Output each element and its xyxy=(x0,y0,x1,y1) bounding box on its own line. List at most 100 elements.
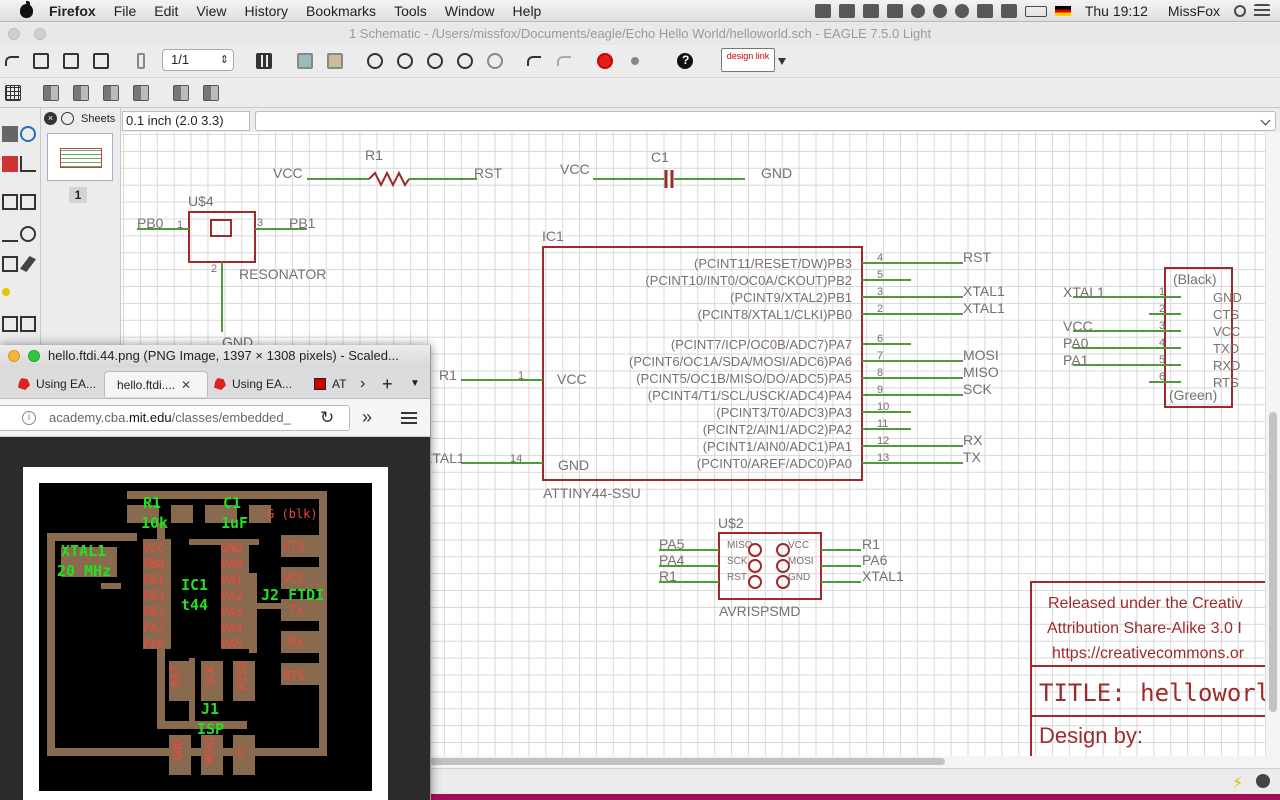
print-icon[interactable] xyxy=(60,50,82,72)
menu-app[interactable]: Firefox xyxy=(49,2,96,19)
zoom-select-icon[interactable] xyxy=(484,50,506,72)
menu-bookmarks[interactable]: Bookmarks xyxy=(306,2,377,19)
menu-window[interactable]: Window xyxy=(444,2,495,19)
stop-status-icon[interactable] xyxy=(1256,774,1270,788)
copy-icon[interactable] xyxy=(20,194,36,210)
restore-icon[interactable] xyxy=(61,112,74,125)
battery-icon[interactable] xyxy=(1024,5,1047,17)
info-icon[interactable]: i xyxy=(22,411,36,425)
reload-icon[interactable]: ↻ xyxy=(320,408,335,427)
cam-processor-icon[interactable] xyxy=(90,50,112,72)
layout-4-icon[interactable] xyxy=(130,82,152,104)
rotate-icon[interactable] xyxy=(20,226,36,242)
close-tab-icon[interactable]: ✕ xyxy=(181,378,192,392)
tab-atmel[interactable]: AT xyxy=(314,371,354,397)
notification-center-icon[interactable] xyxy=(1254,4,1270,18)
ic1-pin-net: MOSI xyxy=(963,347,999,363)
menu-history[interactable]: History xyxy=(244,2,289,19)
isp-pad-left xyxy=(748,559,762,573)
wrench-icon[interactable] xyxy=(20,256,36,272)
horizontal-scrollbar[interactable] xyxy=(430,756,1280,768)
apple-icon[interactable] xyxy=(12,0,40,22)
split-icon[interactable] xyxy=(20,316,36,332)
move-icon[interactable] xyxy=(2,194,18,210)
help-icon[interactable] xyxy=(674,50,696,72)
command-input[interactable] xyxy=(255,111,1276,131)
evernote-icon[interactable] xyxy=(814,4,831,18)
zoom-out-icon[interactable] xyxy=(424,50,446,72)
tab-list-icon[interactable]: ▼ xyxy=(410,378,420,389)
time-machine-icon[interactable] xyxy=(954,4,969,18)
tab-using-eagle-1[interactable]: Using EA... xyxy=(18,371,104,397)
bluetooth-device-icon[interactable] xyxy=(910,4,925,18)
ulp-icon[interactable] xyxy=(253,50,275,72)
mirror-icon[interactable] xyxy=(2,226,18,242)
briefcase-icon[interactable] xyxy=(862,4,879,18)
zoom-select[interactable]: 1/1 xyxy=(162,49,234,71)
menu-tools[interactable]: Tools xyxy=(394,2,427,19)
zoom-redraw-icon[interactable] xyxy=(454,50,476,72)
menu-file[interactable]: File xyxy=(113,2,137,19)
mark-icon[interactable] xyxy=(20,156,36,172)
clock[interactable]: Thu 19:12 xyxy=(1084,3,1148,19)
designlink-button[interactable]: design link xyxy=(721,48,775,72)
notification-icon[interactable] xyxy=(886,4,903,18)
wifi-icon[interactable] xyxy=(932,4,947,18)
change-icon[interactable] xyxy=(2,288,10,296)
pcb-image[interactable]: VCC PB0 PB1 PB3 PB2 PA7 PA6 GND PA0 PA1 … xyxy=(23,467,388,800)
layout-2-icon[interactable] xyxy=(70,82,92,104)
minimize-window-button[interactable] xyxy=(34,28,46,40)
vertical-scroll-thumb[interactable] xyxy=(1269,412,1277,712)
zoom-in-icon[interactable] xyxy=(394,50,416,72)
menu-view[interactable]: View xyxy=(196,2,227,19)
bluetooth-icon[interactable] xyxy=(976,4,993,18)
info-icon[interactable] xyxy=(2,126,18,142)
url-bar[interactable]: academy.cba.mit.edu/classes/embedded_ xyxy=(0,405,350,431)
delete-icon[interactable] xyxy=(2,316,18,332)
layout-6-icon[interactable] xyxy=(200,82,222,104)
hamburger-menu-icon[interactable] xyxy=(401,412,417,424)
chevron-down-icon[interactable] xyxy=(778,58,786,65)
vertical-scrollbar[interactable] xyxy=(1265,132,1280,756)
new-tab-icon[interactable]: + xyxy=(382,374,393,394)
ic1-pin-number: 2 xyxy=(877,303,883,315)
spotlight-icon[interactable] xyxy=(1234,5,1246,17)
layout-5-icon[interactable] xyxy=(170,82,192,104)
user-name[interactable]: MissFox xyxy=(1167,3,1220,19)
pcb-label-v: V xyxy=(237,745,245,759)
grid-icon[interactable] xyxy=(2,82,24,104)
script-icon[interactable] xyxy=(294,50,316,72)
show-icon[interactable] xyxy=(20,126,36,142)
save-icon[interactable] xyxy=(30,50,52,72)
tab-using-eagle-2[interactable]: Using EA... xyxy=(214,371,300,397)
volume-icon[interactable] xyxy=(1000,4,1017,18)
menu-help[interactable]: Help xyxy=(512,2,542,19)
layout-1-icon[interactable] xyxy=(40,82,62,104)
board-icon[interactable] xyxy=(324,50,346,72)
german-flag-icon[interactable] xyxy=(1054,6,1071,16)
layout-3-icon[interactable] xyxy=(100,82,122,104)
go-icon[interactable] xyxy=(624,50,646,72)
pcb-ic1-value: t44 xyxy=(181,596,209,614)
menu-edit[interactable]: Edit xyxy=(154,2,179,19)
minimize-button[interactable] xyxy=(8,350,20,362)
overflow-icon[interactable]: » xyxy=(362,407,373,427)
horizontal-scroll-thumb[interactable] xyxy=(430,758,945,765)
redo-icon[interactable] xyxy=(554,50,576,72)
zoom-fit-icon[interactable] xyxy=(364,50,386,72)
close-icon[interactable]: × xyxy=(44,112,57,125)
sheet-icon[interactable] xyxy=(130,50,152,72)
title-frame: Released under the Creativ Attribution S… xyxy=(1030,581,1265,756)
tab-scroll-icon[interactable]: › xyxy=(360,375,366,392)
sheet-thumbnail[interactable] xyxy=(47,133,113,181)
group-icon[interactable] xyxy=(2,256,18,272)
tab-hello-ftdi[interactable]: hello.ftdi....✕ xyxy=(104,371,208,397)
stop-icon[interactable] xyxy=(594,50,616,72)
ic1-pin-label: (PCINT2/AIN1/ADC2)PA2 xyxy=(703,422,852,437)
display-icon[interactable] xyxy=(2,156,18,172)
zoom-button[interactable] xyxy=(28,350,40,362)
open-icon[interactable] xyxy=(2,50,24,72)
dropbox-icon[interactable] xyxy=(838,4,855,18)
undo-icon[interactable] xyxy=(524,50,546,72)
close-window-button[interactable] xyxy=(8,28,20,40)
